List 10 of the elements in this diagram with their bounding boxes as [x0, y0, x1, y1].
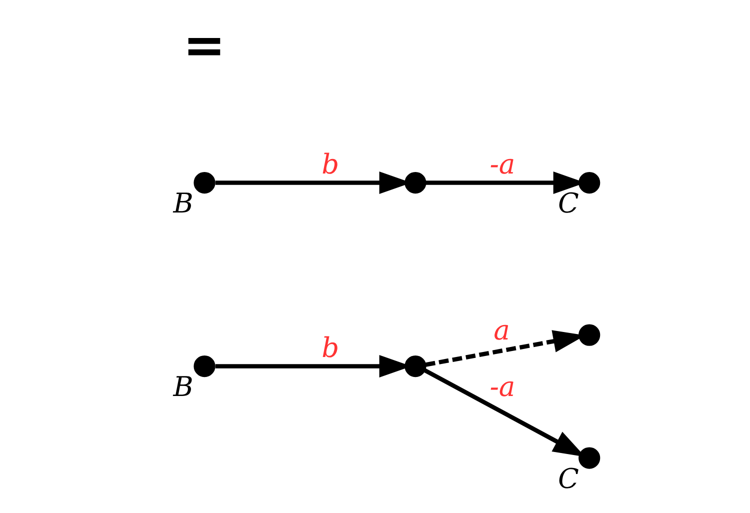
edge-label: -a	[489, 149, 515, 180]
node-label: C	[558, 464, 578, 495]
edge-label: a	[493, 315, 510, 346]
node-label: B	[172, 188, 193, 220]
edge-label: b	[321, 332, 339, 364]
edge-label: -a	[489, 372, 515, 403]
edge-label: b	[321, 149, 339, 180]
label: =	[182, 15, 226, 74]
node-label: B	[172, 372, 193, 404]
node-label: C	[558, 188, 578, 220]
